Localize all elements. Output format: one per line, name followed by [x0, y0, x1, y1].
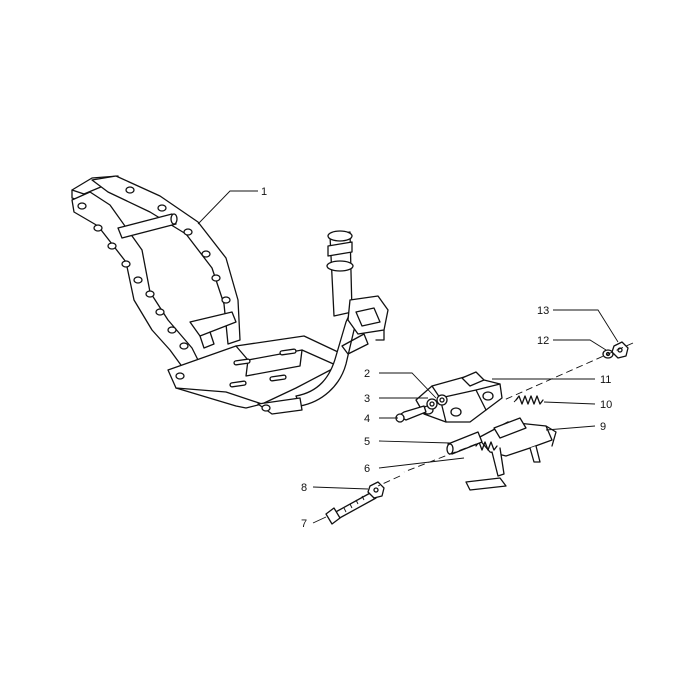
leader-lines — [197, 190, 619, 524]
bush-part — [436, 394, 448, 406]
assembly-axis-lines — [377, 342, 634, 487]
nut-part — [367, 481, 385, 499]
frame-part — [71, 175, 389, 415]
callout-7: 7 — [301, 518, 307, 530]
callout-6: 6 — [364, 463, 370, 475]
nut-part — [611, 341, 629, 359]
callout-3: 3 — [364, 393, 370, 405]
callout-10: 10 — [600, 399, 612, 411]
bolt-part — [395, 405, 427, 423]
washer-part — [602, 349, 614, 359]
callout-1: 1 — [261, 186, 267, 198]
callout-13: 13 — [537, 305, 549, 317]
callout-2: 2 — [364, 368, 370, 380]
pivot-pin-part — [446, 431, 483, 455]
callout-8: 8 — [301, 482, 307, 494]
callout-4: 4 — [364, 413, 370, 425]
nut-part — [426, 398, 438, 410]
frame-holes — [77, 186, 231, 350]
long-bolt-part — [325, 491, 377, 525]
callout-9: 9 — [600, 421, 606, 433]
centre-stand-part — [465, 417, 557, 491]
callout-5: 5 — [364, 436, 370, 448]
spring-part — [513, 395, 544, 405]
callout-11: 11 — [600, 374, 611, 386]
callout-12: 12 — [537, 335, 549, 347]
stand-bracket-part — [415, 371, 503, 423]
callout-numbers: 1 2 3 4 5 6 7 8 9 10 11 12 13 — [261, 186, 612, 530]
